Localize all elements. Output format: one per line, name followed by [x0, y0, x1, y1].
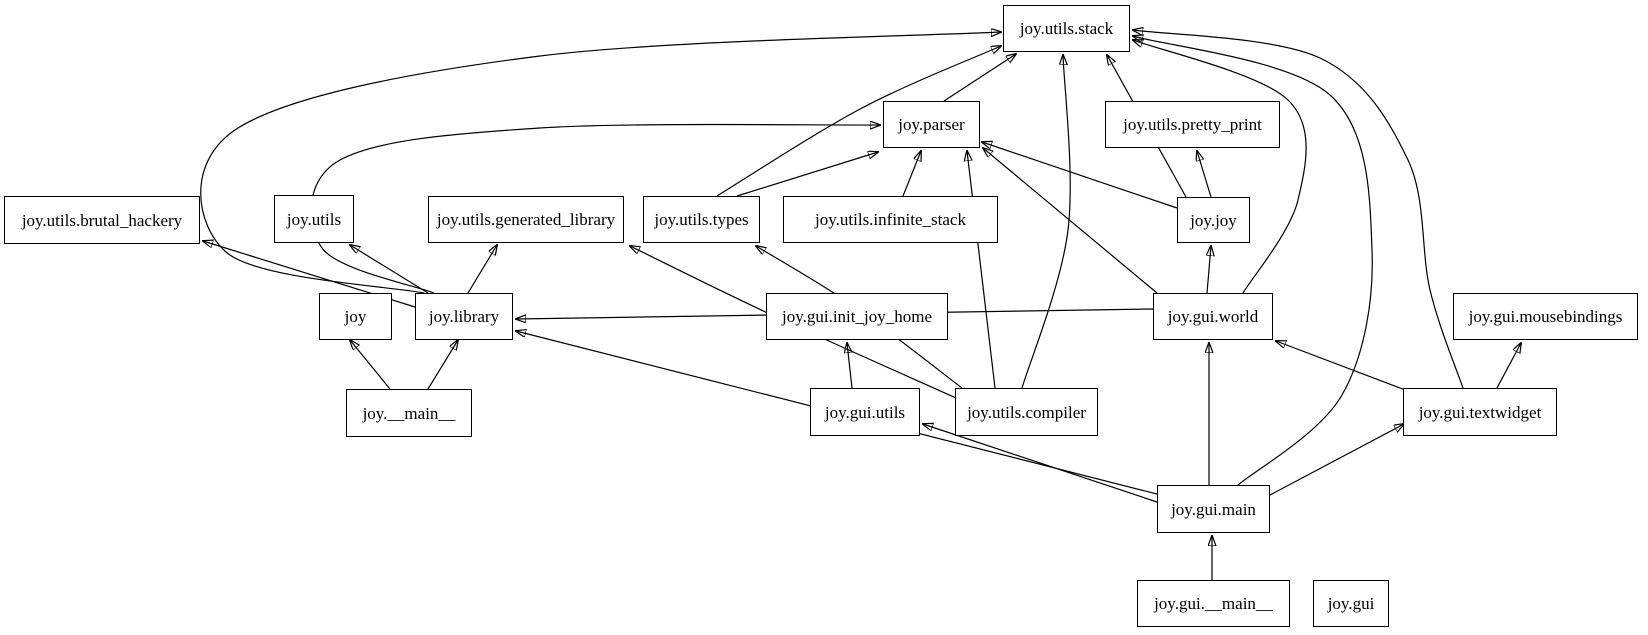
edge-joy_utils_infinite_stack-to-joy_parser [902, 151, 921, 197]
edge-joy_gui_world-to-joy_joy [1207, 246, 1211, 294]
node-label: joy.__main__ [362, 403, 456, 423]
node-label: joy.utils.brutal_hackery [21, 210, 183, 230]
edge-joy_gui_world-to-joy_parser [983, 148, 1158, 294]
node-label: joy [344, 307, 367, 326]
node-label: joy.utils.stack [1019, 19, 1114, 38]
edge-joy_library-to-joy_utils [350, 245, 429, 294]
edge-joy_utils_compiler-to-joy_utils_stack [1021, 55, 1071, 389]
node-label: joy.utils [286, 209, 342, 229]
node-joy___main__: joy.__main__ [346, 389, 472, 437]
node-joy_gui_textwidget: joy.gui.textwidget [1403, 388, 1557, 436]
node-label: joy.library [428, 307, 500, 326]
edge-joy___main__-to-joy [350, 340, 391, 390]
node-label: joy.gui.main [1171, 499, 1256, 519]
edge-joy_joy-to-joy_parser [982, 142, 1178, 209]
edge-joy_gui_world-to-joy_utils_stack [1133, 40, 1307, 294]
node-label: joy.gui.mousebindings [1468, 307, 1623, 326]
edge-joy_library-to-joy_utils_stack [200, 32, 1001, 294]
node-label: joy.gui.textwidget [1418, 402, 1542, 422]
node-joy_utils_brutal_hackery: joy.utils.brutal_hackery [4, 196, 200, 244]
node-label: joy.utils.compiler [967, 402, 1086, 422]
edge-joy_gui_textwidget-to-joy_gui_world [1276, 341, 1409, 392]
node-label: joy.utils.generated_library [436, 210, 616, 229]
node-joy_utils_infinite_stack: joy.utils.infinite_stack [783, 196, 998, 243]
node-joy_gui_main: joy.gui.main [1157, 485, 1270, 533]
node-joy_parser: joy.parser [883, 101, 980, 148]
node-joy_joy: joy.joy [1177, 197, 1250, 243]
node-joy_utils_generated_library: joy.utils.generated_library [428, 196, 624, 243]
edge-joy_gui_textwidget-to-joy_gui_mousebindings [1496, 343, 1521, 389]
edge-joy_library-to-joy_utils_generated_library [467, 245, 497, 294]
node-joy_gui_utils: joy.gui.utils [810, 388, 920, 436]
node-joy_utils_compiler: joy.utils.compiler [955, 388, 1098, 436]
node-joy_gui_init_joy_home: joy.gui.init_joy_home [766, 293, 948, 340]
node-label: joy.gui.world [1167, 307, 1259, 326]
edge-joy_gui_utils-to-joy_gui_init_joy_home [847, 343, 852, 389]
edge-joy_parser-to-joy_utils_stack [943, 54, 1016, 102]
node-joy_utils_types: joy.utils.types [643, 196, 760, 243]
node-joy_utils_stack: joy.utils.stack [1003, 5, 1130, 52]
node-label: joy.gui [1327, 594, 1375, 613]
node-joy: joy [319, 293, 392, 340]
edge-joy_joy-to-joy_utils_pretty_print [1197, 151, 1212, 198]
edge-joy_utils_types-to-joy_parser [736, 152, 878, 197]
node-label: joy.joy [1190, 210, 1237, 230]
edge-joy_gui_main-to-joy_gui_textwidget [1269, 424, 1404, 496]
node-joy_utils_pretty_print: joy.utils.pretty_print [1105, 101, 1280, 148]
node-label: joy.utils.types [654, 210, 749, 229]
node-label: joy.gui.init_joy_home [781, 307, 932, 326]
node-joy_gui: joy.gui [1313, 580, 1389, 627]
node-label: joy.gui.__main__ [1154, 594, 1273, 613]
node-joy_utils: joy.utils [274, 195, 354, 243]
node-label: joy.gui.utils [824, 402, 906, 422]
node-joy_gui___main__: joy.gui.__main__ [1137, 580, 1290, 627]
node-label: joy.utils.infinite_stack [815, 210, 966, 229]
edge-joy___main__-to-joy_library [427, 340, 458, 390]
edge-joy_utils_compiler-to-joy_parser [967, 151, 996, 389]
node-label: joy.parser [898, 115, 965, 134]
node-joy_gui_mousebindings: joy.gui.mousebindings [1453, 293, 1638, 340]
node-joy_gui_world: joy.gui.world [1153, 293, 1273, 340]
node-label: joy.utils.pretty_print [1123, 115, 1262, 134]
node-joy_library: joy.library [415, 293, 513, 340]
